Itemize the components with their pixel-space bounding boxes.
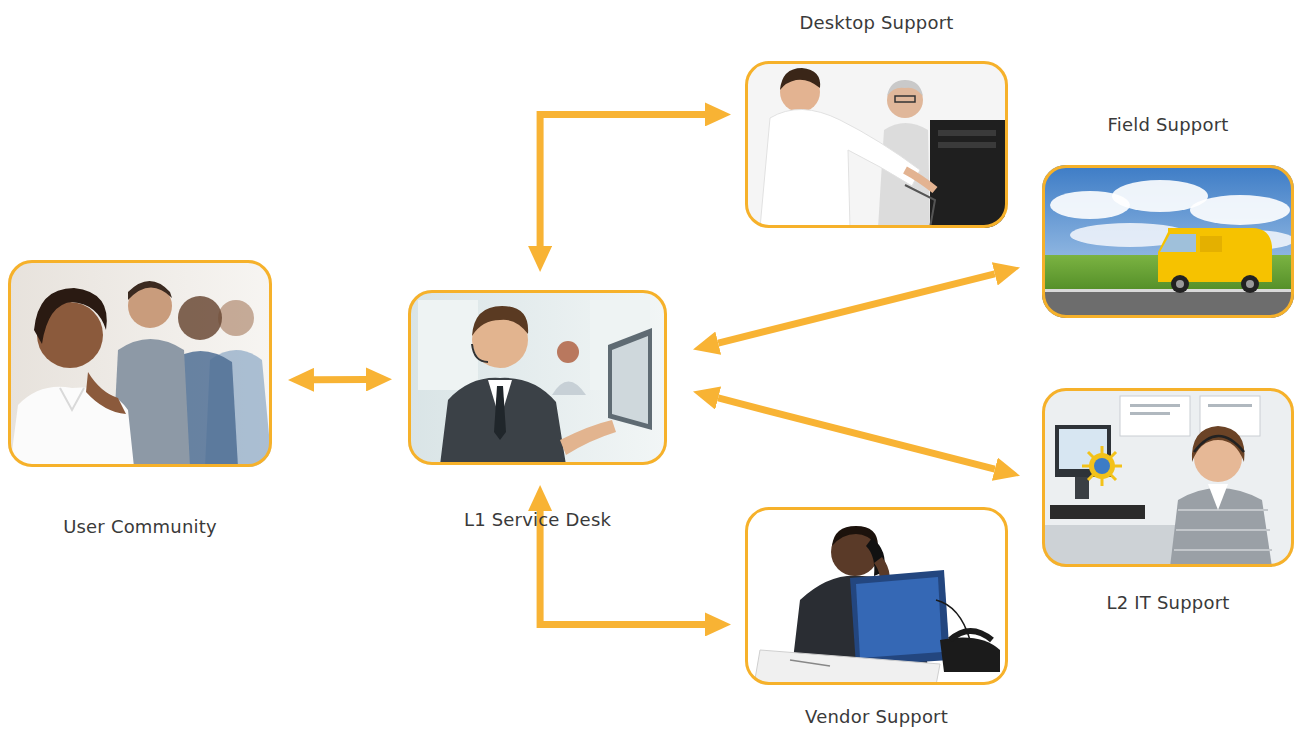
label-slot: L1 Service Desk (464, 509, 611, 531)
photo-frame: L1 Service Desk (408, 290, 667, 465)
label-slot: Field Support (1107, 114, 1228, 136)
photo-frame: User Community (8, 260, 272, 467)
node-label: User Community (63, 516, 217, 538)
node-label: L1 Service Desk (464, 509, 611, 531)
double-arrow-connector (718, 398, 995, 469)
double-arrow-connector (540, 114, 705, 246)
double-arrow-connector (718, 274, 995, 343)
node-label: Field Support (1107, 114, 1228, 136)
photo-frame: Desktop Support (745, 61, 1008, 228)
label-slot: L2 IT Support (1107, 592, 1230, 614)
node-label: L2 IT Support (1107, 592, 1230, 614)
photo-frame: Vendor Support (745, 507, 1008, 685)
photo-frame: L2 IT Support (1042, 388, 1294, 567)
label-slot: Desktop Support (799, 12, 953, 34)
label-slot: User Community (63, 516, 217, 538)
double-arrow-connector (314, 376, 366, 383)
node-label: Vendor Support (805, 706, 948, 728)
label-slot: Vendor Support (805, 706, 948, 728)
node-label: Desktop Support (799, 12, 953, 34)
photo-frame: Field Support (1042, 165, 1294, 318)
